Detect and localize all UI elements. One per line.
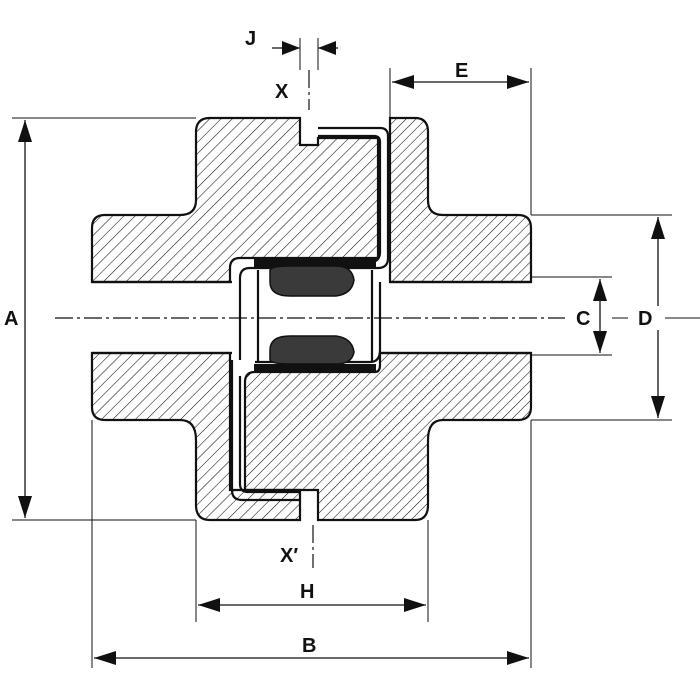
dim-j-label: J	[245, 28, 256, 50]
dim-d-label: D	[638, 308, 652, 330]
sleeve-lower-channel	[230, 360, 300, 502]
lower-steel-band	[254, 364, 376, 373]
dim-c-arrow-top	[593, 279, 607, 301]
upper-steel-band	[254, 258, 376, 267]
dim-d-arrow-bottom	[651, 396, 665, 418]
left-hub-upper-section	[90, 116, 380, 284]
elastomer-ring	[254, 258, 376, 373]
right-hub-upper-section	[388, 116, 533, 284]
section-label-x: X	[275, 81, 289, 103]
dim-e-arrow-left	[392, 75, 414, 89]
dim-e-label: E	[455, 60, 468, 82]
dimension-h: H	[195, 520, 429, 622]
left-hub	[90, 116, 380, 522]
left-hub-lower-section	[90, 351, 302, 522]
dim-e-arrow-right	[507, 75, 529, 89]
dimension-e: E	[389, 60, 532, 215]
dim-j-arrow-right	[318, 41, 336, 55]
dimension-d: D	[531, 214, 672, 421]
dimension-a: A	[2, 117, 196, 521]
lower-elastomer-element	[269, 335, 355, 365]
dim-c-arrow-bottom	[593, 331, 607, 353]
dim-h-arrow-right	[404, 598, 426, 612]
dim-b-arrow-left	[94, 651, 116, 665]
sleeve-upper-channel	[238, 126, 390, 360]
dim-h-label: H	[300, 581, 314, 603]
dim-j-arrow-left	[282, 41, 300, 55]
section-label-x-prime: X′	[280, 545, 298, 567]
dim-c-label: C	[576, 308, 590, 330]
dim-h-arrow-left	[198, 598, 220, 612]
dim-b-label: B	[302, 635, 316, 657]
elastic-sleeve	[230, 126, 390, 502]
dim-a-label: A	[4, 308, 18, 330]
sleeve-right-wall	[255, 282, 382, 364]
upper-elastomer-element	[269, 265, 355, 297]
dim-d-arrow-top	[651, 217, 665, 239]
dimension-c: C	[531, 276, 612, 356]
dim-a-arrow-bottom	[18, 496, 32, 518]
sleeve-lower-channel-inner	[238, 376, 300, 494]
dim-a-arrow-top	[18, 120, 32, 142]
dimension-j: J	[245, 28, 338, 70]
dimension-b: B	[91, 420, 532, 668]
dim-b-arrow-right	[507, 651, 529, 665]
